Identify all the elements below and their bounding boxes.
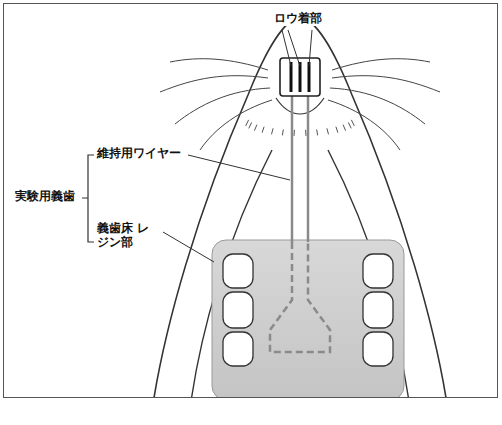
snout-line [276,98,324,114]
fur-stroke [305,130,306,136]
fur-stroke [336,127,338,133]
brazed-bars [291,62,309,92]
retention-wire [270,96,330,352]
fur-stroke [246,120,249,126]
fur-stroke [249,122,252,128]
part-label: 維持用ワイヤー [96,147,182,161]
fur-stroke [327,128,329,134]
fur-stroke [254,125,257,131]
fur-stroke [294,130,295,136]
figure-frame [4,4,498,398]
fur-stroke [348,122,351,128]
part-label: ロウ着部 [273,12,323,26]
fur-stroke [343,125,346,131]
group-label: 実験用義歯 [14,190,76,204]
fur-stroke [272,128,274,134]
leader-lines [163,30,312,262]
denture-base-resin [212,240,404,397]
group-bracket [82,155,94,242]
fur-stroke [316,129,318,135]
head-outline [150,16,450,397]
part-label: 義歯床 レジン部 [96,222,153,250]
fur-stroke [351,120,354,126]
fur-stroke [262,127,264,133]
whiskers [160,59,440,150]
fur-strokes [246,120,355,136]
brazed-incisor-part [280,58,320,96]
fur-stroke [282,129,284,135]
